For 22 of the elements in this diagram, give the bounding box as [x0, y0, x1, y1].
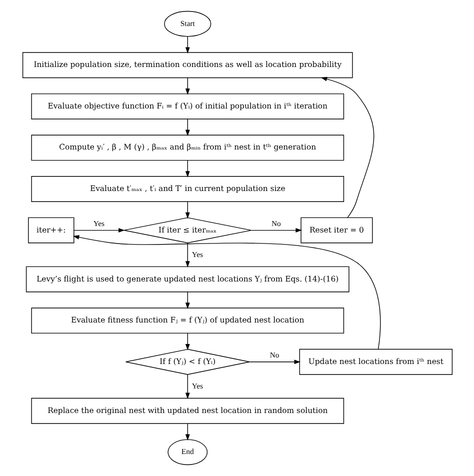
arrow — [184, 374, 190, 400]
arrow — [184, 332, 190, 350]
node-ellipse: Start — [164, 10, 211, 37]
arrow — [184, 160, 190, 178]
edge-label: No — [269, 350, 279, 360]
arrow — [248, 360, 300, 364]
arrow — [184, 201, 190, 219]
arrow — [320, 76, 374, 218]
edge-label: Yes — [191, 381, 203, 390]
edge-label: Yes — [191, 250, 203, 259]
arrow — [250, 228, 302, 232]
node-ellipse: End — [167, 439, 208, 466]
edge-label: Yes — [92, 218, 104, 228]
edge-label: No — [270, 218, 280, 228]
arrow — [184, 77, 190, 95]
arrow — [184, 118, 190, 136]
arrow — [184, 36, 190, 54]
arrow — [72, 235, 380, 350]
arrow — [184, 423, 190, 441]
arrow — [184, 292, 190, 309]
arrow — [73, 228, 124, 232]
arrow — [184, 242, 190, 268]
